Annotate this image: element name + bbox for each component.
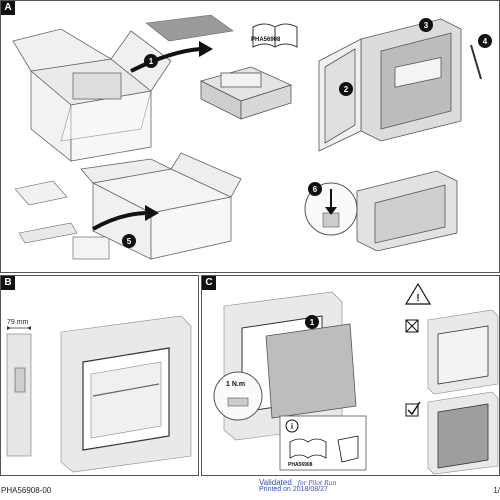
torque-label: 1 N.m xyxy=(226,381,245,388)
wall-box-with-screws xyxy=(356,170,458,252)
panel-b-tag: B xyxy=(1,276,15,290)
validated-by-label: for Pilot Run xyxy=(297,480,337,487)
panel-a-illustration: PHA56908 xyxy=(12,14,492,260)
panel-c-illustration: 1 1 N.m i PHA56908 ! xyxy=(213,282,499,475)
printed-date: Printed on 2018/08/27 xyxy=(259,486,328,493)
step-6-label: 6 xyxy=(313,185,318,194)
torque-detail-circle xyxy=(213,371,263,421)
warning-triangle-icon xyxy=(404,282,432,305)
arrow-step-1 xyxy=(130,47,202,73)
page-footer: PHA56908-00 Validated for Pilot Run Print… xyxy=(0,478,500,500)
panel-b: B 79 mm xyxy=(0,275,199,476)
arrow-step-5 xyxy=(92,211,150,231)
wall-section xyxy=(6,333,32,457)
panel-c-tag: C xyxy=(202,276,216,290)
validated-label: Validated xyxy=(259,478,292,487)
validation-stamp: Validated for Pilot Run xyxy=(259,478,336,487)
enclosure-open-door xyxy=(318,18,462,152)
step-c1-label: 1 xyxy=(310,318,315,327)
step-4-label: 4 xyxy=(483,37,488,46)
rail-part xyxy=(18,222,78,244)
booklet-label: PHA56908 xyxy=(251,37,281,43)
document-id: PHA56908-00 xyxy=(1,486,52,495)
open-box-illustration xyxy=(12,28,172,162)
step-1-label: 1 xyxy=(149,57,154,66)
panel-a-tag: A xyxy=(1,1,15,15)
panel-b-illustration: 79 mm xyxy=(6,315,192,473)
info-icon xyxy=(285,419,299,433)
page-number: 1/ xyxy=(493,486,500,495)
correct-mount-illustration xyxy=(427,391,499,475)
panel-a: A PHA56908 xyxy=(0,0,500,273)
cover-panel xyxy=(145,14,234,42)
wrong-mount-illustration xyxy=(427,309,499,395)
cover-plate xyxy=(14,180,68,206)
info-booklet-label: PHA56908 xyxy=(288,462,313,468)
check-box-icon xyxy=(405,403,419,417)
step-2-label: 2 xyxy=(344,85,349,94)
packing-box-illustration xyxy=(80,152,242,260)
cross-box-icon xyxy=(405,319,419,333)
depth-dimension-label: 79 mm xyxy=(7,319,29,326)
label-sheet xyxy=(72,236,110,260)
step-5-label: 5 xyxy=(127,237,132,246)
svg-text:i: i xyxy=(291,422,293,431)
brick-wall-with-box xyxy=(60,315,192,473)
screwdriver-icon xyxy=(470,44,482,80)
step-3-label: 3 xyxy=(424,21,429,30)
enclosure-on-base xyxy=(199,66,293,120)
svg-text:!: ! xyxy=(416,293,419,304)
step-badges xyxy=(122,18,492,248)
manual-booklet-icon xyxy=(252,23,298,48)
panel-c: C 1 1 N.m i PHA56908 ! xyxy=(201,275,500,476)
